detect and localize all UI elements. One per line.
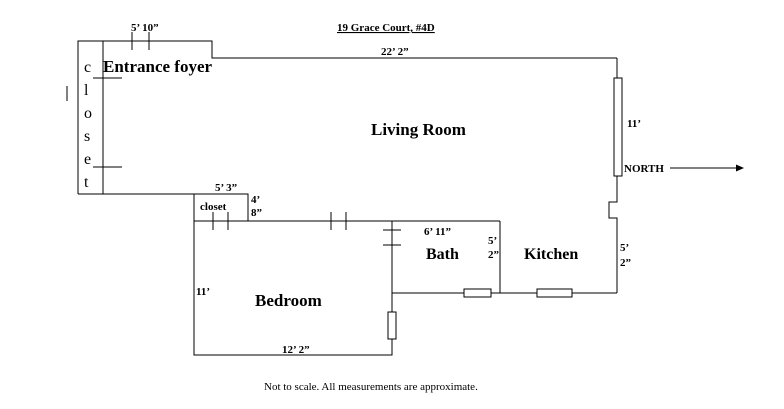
dim-bath-depth-in: 2”	[488, 249, 499, 261]
room-bedroom: Bedroom	[255, 291, 322, 310]
window-kitchen	[536, 288, 573, 298]
room-entrance-foyer: Entrance foyer	[103, 57, 213, 76]
door-ticks	[131, 32, 401, 246]
dim-closet-depth-in: 8”	[251, 207, 262, 219]
windows	[387, 77, 623, 340]
window-bedroom	[387, 311, 397, 340]
room-kitchen: Kitchen	[524, 246, 578, 263]
room-bath: Bath	[426, 246, 459, 263]
foyer-wall-top	[77, 40, 617, 194]
right-wall	[608, 58, 618, 293]
dim-bath-depth-ft: 5’	[488, 235, 497, 247]
closet-letter: l	[84, 82, 89, 99]
closet-letter: o	[84, 105, 92, 122]
north-arrow: NORTH	[624, 163, 744, 175]
closet-letter: t	[84, 174, 89, 191]
page-title: 19 Grace Court, #4D	[337, 22, 435, 34]
walls	[66, 40, 618, 356]
north-arrow-head	[736, 164, 744, 172]
closet-letter: c	[84, 59, 91, 76]
room-small-closet: closet	[200, 201, 227, 213]
dim-foyer-width: 5’ 10”	[131, 22, 159, 34]
living-bottom-wall	[78, 193, 249, 221]
dim-bath-width: 6’ 11”	[424, 226, 451, 238]
dim-closet-depth-ft: 4’	[251, 194, 260, 206]
window-bath	[463, 288, 492, 298]
dimensions: 5’ 10” 22’ 2” 11’ 5’ 3” 4’ 8” 6’ 11” 5’ …	[131, 22, 641, 356]
dim-living-length: 22’ 2”	[381, 46, 409, 58]
dim-kitchen-depth-in: 2”	[620, 257, 631, 269]
dim-living-width: 11’	[627, 118, 641, 130]
dim-closet-width: 5’ 3”	[215, 182, 237, 194]
footnote: Not to scale. All measurements are appro…	[264, 381, 478, 393]
room-living-room: Living Room	[371, 120, 466, 139]
dim-bedroom-depth: 11’	[196, 286, 210, 298]
dim-bedroom-width: 12’ 2”	[282, 344, 310, 356]
dim-kitchen-depth-ft: 5’	[620, 242, 629, 254]
window-living	[613, 77, 623, 177]
closet-vertical-label: c l o s e t	[84, 59, 92, 191]
closet-letter: e	[84, 151, 91, 168]
bedroom-outline	[193, 220, 393, 356]
closet-letter: s	[84, 128, 90, 145]
north-label: NORTH	[624, 163, 664, 175]
